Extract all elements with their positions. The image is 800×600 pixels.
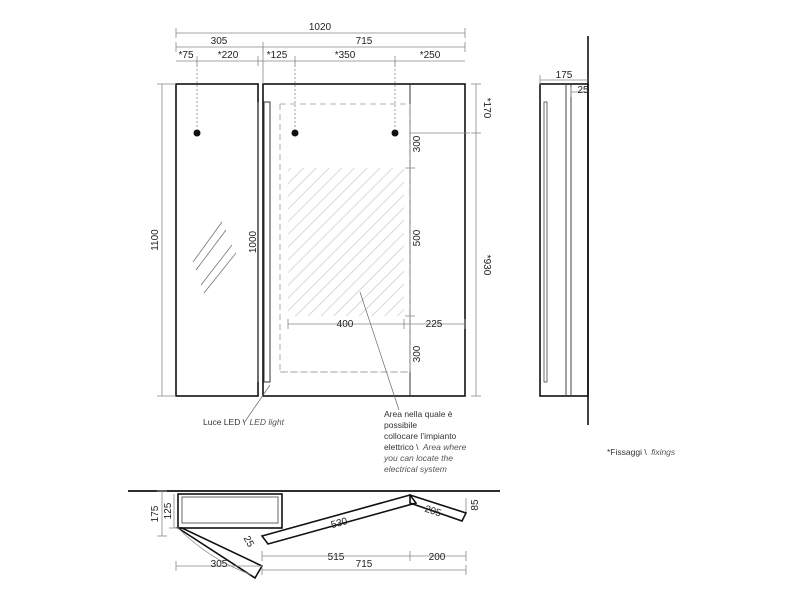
dim-plan-175: 175 bbox=[150, 505, 161, 522]
area-label-line6: electrical system bbox=[384, 464, 447, 474]
dim-total-width: 1020 bbox=[309, 22, 332, 33]
dim-fixing-170: *170 bbox=[481, 98, 492, 119]
area-label-line3: collocare l’impianto bbox=[384, 431, 457, 441]
led-light-label: Luce LED \ LED light bbox=[203, 417, 285, 427]
dim-fixing-75: *75 bbox=[178, 50, 193, 61]
fixings-label-it: *Fissaggi \ bbox=[607, 447, 647, 457]
area-label-line2: possibile bbox=[384, 420, 417, 430]
dim-height-1000: 1000 bbox=[248, 230, 259, 253]
side-dimension-lines bbox=[539, 75, 588, 97]
dim-plan-205: 205 bbox=[423, 504, 443, 520]
front-dimension-text: 1020 305 715 *75 *220 *125 *350 *250 110… bbox=[150, 22, 492, 362]
area-label-line4-en: Area where bbox=[422, 442, 467, 452]
led-light-label-it: Luce LED \ bbox=[203, 417, 246, 427]
dim-area-225: 225 bbox=[426, 319, 443, 330]
dim-plan-515: 515 bbox=[328, 552, 345, 563]
dim-fixing-250: *250 bbox=[420, 50, 441, 61]
fixing-dot bbox=[291, 129, 299, 137]
plan-left-cabinet bbox=[177, 493, 283, 529]
leader-lines bbox=[243, 291, 400, 424]
dim-area-300-bottom: 300 bbox=[412, 345, 423, 362]
left-door bbox=[175, 83, 259, 397]
dim-plan-200: 200 bbox=[429, 552, 446, 563]
side-view: 175 25 bbox=[539, 36, 589, 425]
dim-fixing-350: *350 bbox=[335, 50, 356, 61]
plan-dimension-lines bbox=[157, 490, 467, 575]
dim-plan-715: 715 bbox=[356, 559, 373, 570]
dim-fixing-125: *125 bbox=[267, 50, 288, 61]
electrical-area bbox=[288, 168, 404, 316]
dim-area-500: 500 bbox=[412, 229, 423, 246]
plan-left-inner bbox=[181, 496, 279, 524]
right-door bbox=[262, 83, 466, 397]
area-label-line5: you can locate the bbox=[383, 453, 453, 463]
plan-view: 175 125 25 530 205 85 515 200 305 715 bbox=[128, 490, 500, 580]
area-label-line4-it: elettrico \ bbox=[384, 442, 419, 452]
fixing-dot bbox=[391, 129, 399, 137]
side-cabinet bbox=[539, 83, 589, 397]
dim-right-width: 715 bbox=[356, 36, 373, 47]
fixing-dot bbox=[193, 129, 201, 137]
dim-plan-25: 25 bbox=[241, 534, 256, 550]
dim-left-width: 305 bbox=[211, 36, 228, 47]
glass-reflection-marks bbox=[192, 221, 237, 294]
area-label-line4: elettrico \ Area where bbox=[384, 442, 467, 452]
front-dimension-lines bbox=[157, 28, 481, 397]
led-strip bbox=[263, 101, 271, 383]
side-led-strip bbox=[543, 101, 548, 383]
dim-area-400: 400 bbox=[337, 319, 354, 330]
area-label-line1: Area nella quale è bbox=[384, 409, 453, 419]
led-light-label-en: LED light bbox=[249, 417, 284, 427]
plan-right-door-open bbox=[260, 494, 418, 545]
dim-side-25: 25 bbox=[577, 85, 589, 96]
dim-plan-530: 530 bbox=[330, 516, 349, 531]
dim-side-175: 175 bbox=[556, 70, 573, 81]
fixings-label-en: fixings bbox=[651, 447, 676, 457]
front-elevation bbox=[175, 83, 466, 397]
dim-plan-85: 85 bbox=[470, 499, 481, 511]
dim-fixing-930: *930 bbox=[481, 255, 492, 276]
dim-fixing-220: *220 bbox=[218, 50, 239, 61]
fixings-label: *Fissaggi \ fixings bbox=[607, 447, 676, 457]
dim-area-300-top: 300 bbox=[412, 135, 423, 152]
plan-right-door-leaf bbox=[409, 493, 468, 522]
electrical-area-label: Area nella quale è possibile collocare l… bbox=[383, 409, 467, 474]
plan-left-door-arc bbox=[177, 527, 253, 576]
dim-height-1100: 1100 bbox=[150, 229, 161, 251]
dim-plan-305: 305 bbox=[211, 559, 228, 570]
dim-plan-125: 125 bbox=[163, 502, 174, 519]
